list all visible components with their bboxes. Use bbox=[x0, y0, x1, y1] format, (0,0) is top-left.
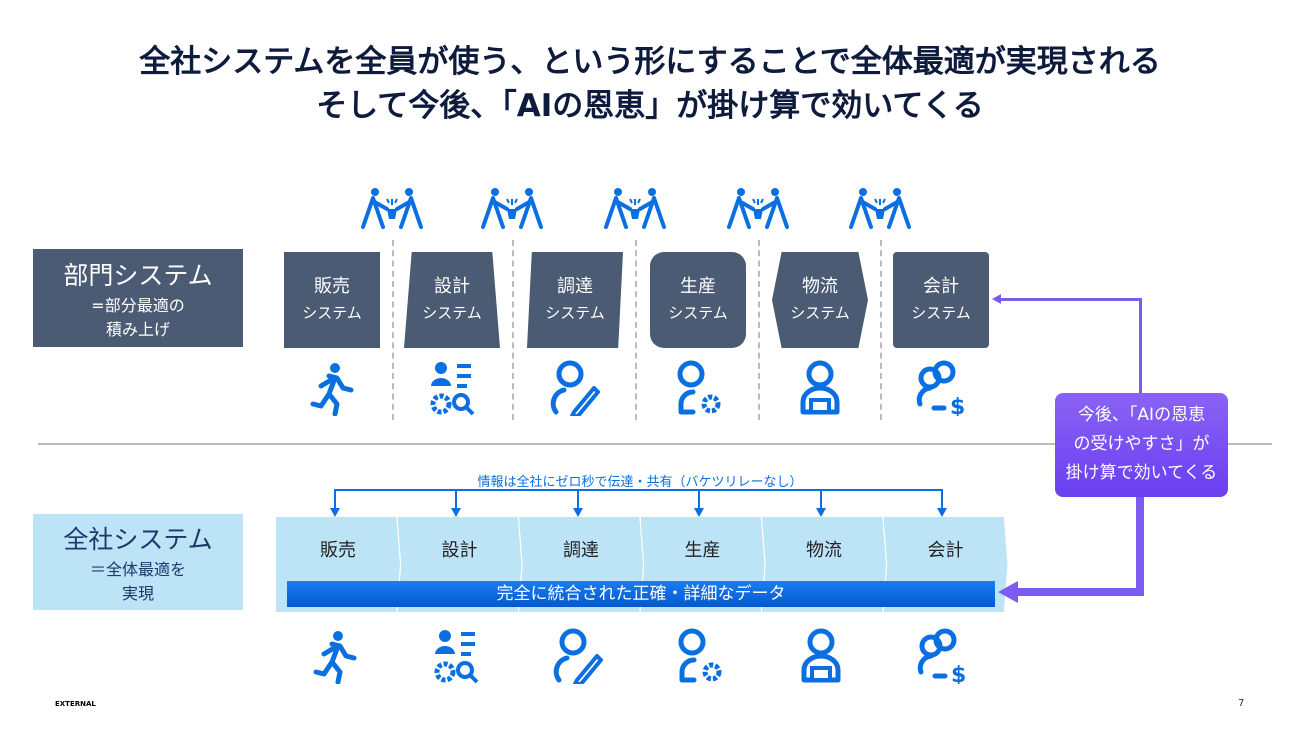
system-suffix: システム bbox=[545, 304, 605, 322]
system-name: 会計 bbox=[923, 276, 959, 297]
info-arrow-stem bbox=[819, 489, 822, 509]
person-gear-search-icon bbox=[434, 630, 479, 684]
info-arrowhead bbox=[572, 508, 583, 517]
system-suffix: システム bbox=[911, 304, 971, 322]
teamwork-icon bbox=[604, 188, 666, 229]
ai-arrowhead-top bbox=[992, 294, 1001, 304]
system-name: 物流 bbox=[802, 276, 838, 297]
info-arrowhead bbox=[451, 508, 462, 517]
dept-separator bbox=[512, 240, 514, 420]
person-gear-search-icon bbox=[430, 362, 475, 416]
dept-separator bbox=[758, 240, 760, 420]
dept-separator bbox=[880, 240, 882, 420]
system-suffix: システム bbox=[422, 304, 482, 322]
teamwork-icon bbox=[481, 188, 543, 229]
info-arrow-stem bbox=[941, 489, 943, 509]
dept-title: 部門システム bbox=[63, 261, 213, 290]
segment-label: 物流 bbox=[806, 539, 842, 561]
info-arrowhead bbox=[815, 508, 826, 517]
svg-text:$: $ bbox=[950, 395, 965, 416]
ai-line2: の受けやすさ」が bbox=[1073, 434, 1210, 454]
info-arrow-stem bbox=[455, 489, 458, 509]
dept-separator bbox=[635, 240, 637, 420]
ai-arrowhead-bottom bbox=[998, 581, 1018, 603]
company-sub1: ＝全体最適を bbox=[89, 560, 186, 579]
running-person-icon bbox=[313, 631, 357, 684]
info-arrow-stem bbox=[576, 489, 579, 509]
running-person-icon bbox=[310, 363, 354, 416]
footer-classification: EXTERNAL bbox=[55, 700, 96, 708]
dept-system-5: 会計システム bbox=[893, 252, 989, 348]
system-suffix: システム bbox=[668, 304, 728, 322]
person-gear-icon bbox=[678, 628, 722, 683]
segment-label: 生産 bbox=[684, 539, 721, 561]
system-name: 生産 bbox=[680, 276, 716, 297]
ai-connector-bottom-h bbox=[1018, 588, 1144, 596]
dept-system-label: 部門システム =部分最適の 積み上げ bbox=[33, 249, 243, 347]
system-suffix: システム bbox=[790, 304, 850, 322]
integrated-data-bar: 完全に統合された正確・詳細なデータ bbox=[287, 581, 995, 607]
segment-label: 調達 bbox=[563, 539, 599, 561]
ai-connector-top-h bbox=[1000, 298, 1142, 301]
segment-label: 設計 bbox=[441, 539, 478, 561]
dept-sub2: 積み上げ bbox=[105, 320, 170, 339]
dept-system-3: 生産システム bbox=[650, 252, 746, 348]
info-bracket-line bbox=[335, 489, 942, 491]
info-share-label: 情報は全社にゼロ秒で伝達・共有（バケツリレーなし） bbox=[477, 475, 803, 490]
dept-system-4: 物流システム bbox=[772, 252, 868, 348]
info-arrow-stem bbox=[698, 489, 701, 509]
info-arrowhead bbox=[330, 508, 340, 517]
teamwork-icon bbox=[849, 188, 911, 229]
people-dollar-icon: $ bbox=[916, 360, 965, 416]
divider bbox=[38, 443, 1272, 445]
people-dollar-icon: $ bbox=[917, 628, 966, 684]
dept-separator bbox=[392, 240, 394, 420]
teamwork-icon bbox=[727, 188, 789, 229]
ai-benefit-callout: 今後、「AIの恩恵 の受けやすさ」が 掛け算で効いてくる bbox=[1055, 393, 1228, 497]
info-arrowhead bbox=[694, 508, 705, 517]
ai-line1: 今後、「AIの恩恵 bbox=[1077, 405, 1206, 425]
dept-system-0: 販売システム bbox=[284, 252, 380, 348]
dept-sub1: =部分最適の bbox=[91, 296, 185, 315]
info-arrowhead bbox=[937, 508, 947, 517]
dept-system-2: 調達システム bbox=[527, 252, 623, 348]
svg-text:$: $ bbox=[951, 663, 966, 684]
slide-title-line2: そして今後、「AIの恩恵」が掛け算で効いてくる bbox=[316, 88, 984, 124]
slide-title-line1: 全社システムを全員が使う、という形にすることで全体最適が実現される bbox=[139, 44, 1161, 80]
system-name: 調達 bbox=[557, 276, 593, 297]
person-laptop-icon bbox=[801, 628, 841, 683]
system-name: 設計 bbox=[434, 276, 470, 297]
segment-label: 会計 bbox=[927, 539, 964, 561]
company-title: 全社システム bbox=[63, 525, 213, 554]
page-number: 7 bbox=[1238, 698, 1245, 709]
ai-connector-top-v bbox=[1139, 298, 1142, 394]
company-sub2: 実現 bbox=[121, 584, 154, 603]
ai-connector-bottom-v bbox=[1136, 496, 1144, 596]
teamwork-icon bbox=[361, 188, 423, 229]
dept-system-1: 設計システム bbox=[404, 252, 500, 348]
person-pencil-icon bbox=[553, 628, 603, 684]
info-arrow-stem bbox=[334, 489, 336, 509]
person-pencil-icon bbox=[550, 360, 600, 416]
system-name: 販売 bbox=[314, 276, 350, 297]
person-gear-icon bbox=[677, 360, 721, 415]
ai-line3: 掛け算で効いてくる bbox=[1065, 463, 1218, 483]
company-system-label: 全社システム ＝全体最適を 実現 bbox=[33, 514, 243, 610]
segment-label: 販売 bbox=[320, 539, 356, 561]
system-suffix: システム bbox=[302, 304, 362, 322]
person-laptop-icon bbox=[800, 360, 840, 415]
